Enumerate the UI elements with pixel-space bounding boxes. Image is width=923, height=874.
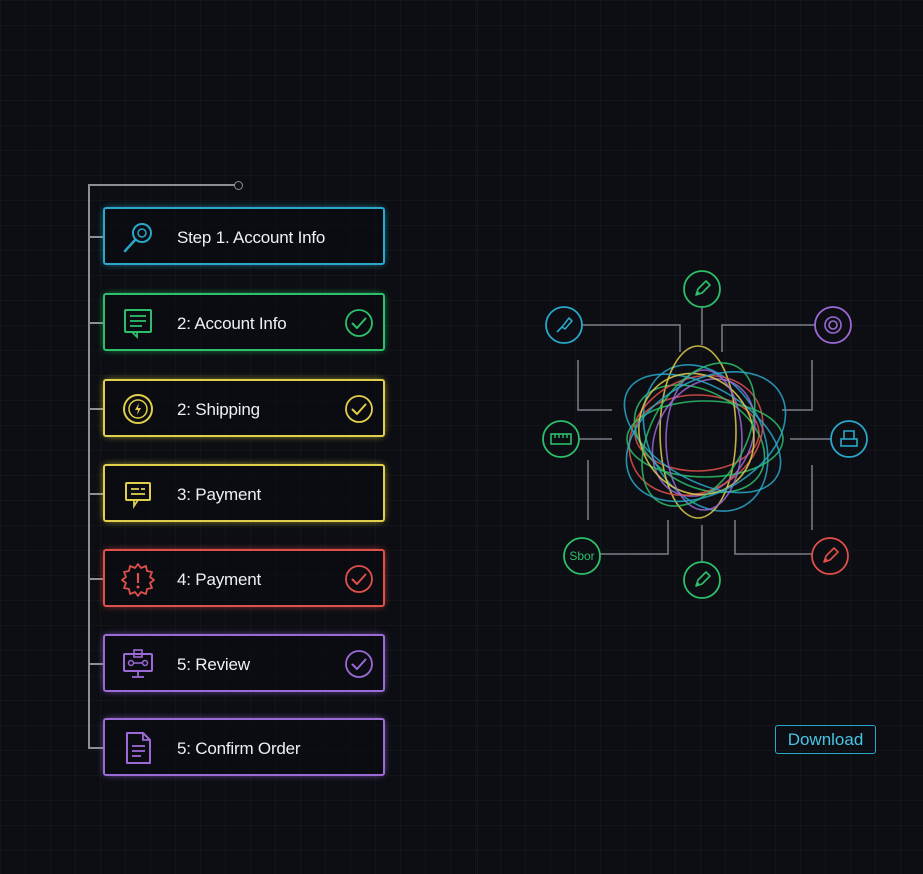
step-card[interactable]: 5: Confirm Order: [103, 718, 385, 776]
rail-connector: [88, 493, 103, 495]
step-label: 5: Confirm Order: [177, 739, 301, 758]
brush-icon: [556, 317, 573, 333]
hub-orbit-line: [623, 373, 782, 494]
rail-start-node: [234, 181, 243, 190]
step-rail-vertical: [88, 184, 90, 749]
step-label: 2: Account Info: [177, 314, 287, 333]
rail-connector: [88, 322, 103, 324]
step-rail-top: [88, 184, 236, 186]
hub-orbit-line: [628, 374, 764, 497]
file-icon: [119, 729, 157, 767]
panel-divider: [477, 0, 478, 874]
rail-connector: [88, 236, 103, 238]
workflow-icon: [119, 645, 157, 683]
hub-orbit-line: [634, 394, 760, 472]
download-button[interactable]: Download: [775, 725, 876, 754]
hub-orbit-line: [625, 370, 787, 503]
step-label: 3: Payment: [177, 485, 261, 504]
hub-orbit-line: [641, 362, 756, 507]
rail-connector: [88, 408, 103, 410]
step-card[interactable]: 2: Account Info: [103, 293, 385, 351]
printer-node[interactable]: [830, 420, 868, 458]
step-card[interactable]: 2: Shipping: [103, 379, 385, 437]
hub-connector: [577, 360, 612, 411]
hub-connector: [734, 520, 812, 555]
hub-connector: [582, 324, 681, 352]
hub-orbit-line: [642, 364, 769, 512]
check-circle-icon: [344, 394, 374, 424]
gear-alert-icon: [119, 560, 157, 598]
node-label: Sbor: [569, 549, 594, 563]
step-label: Step 1. Account Info: [177, 228, 326, 247]
hub-orbit-line: [665, 369, 743, 511]
pencil-node[interactable]: [683, 561, 721, 599]
compass-icon: [119, 390, 157, 428]
step-card[interactable]: 5: Review: [103, 634, 385, 692]
hub-orbit-line: [651, 378, 756, 497]
hub-connector: [782, 360, 813, 411]
target-node[interactable]: [814, 306, 852, 344]
pencil-node[interactable]: [683, 270, 721, 308]
step-card[interactable]: 3: Payment: [103, 464, 385, 522]
ruler-icon: [550, 433, 572, 445]
check-circle-icon: [344, 308, 374, 338]
hub-connector: [600, 520, 669, 555]
step-card[interactable]: Step 1. Account Info: [103, 207, 385, 265]
ruler-node[interactable]: [542, 420, 580, 458]
hub-orbit-line: [638, 372, 755, 496]
hub-orbit-line: [659, 345, 737, 519]
message-icon: [119, 475, 157, 513]
pencil-icon: [695, 280, 711, 296]
printer-icon: [840, 430, 858, 447]
hub-orbit-line: [626, 400, 784, 478]
step-label: 5: Review: [177, 655, 250, 674]
document-icon: [119, 304, 157, 342]
rail-connector: [88, 747, 103, 749]
pencil-node[interactable]: [811, 537, 849, 575]
brush-node[interactable]: [545, 306, 583, 344]
search-icon: [119, 218, 157, 256]
step-label: 2: Shipping: [177, 400, 260, 419]
hub-connector: [721, 324, 815, 352]
target-icon: [824, 316, 842, 334]
step-card[interactable]: 4: Payment: [103, 549, 385, 607]
check-circle-icon: [344, 649, 374, 679]
step-label: 4: Payment: [177, 570, 261, 589]
pencil-icon: [695, 571, 711, 587]
hub-orbit-line: [633, 384, 766, 494]
rail-connector: [88, 663, 103, 665]
pencil-icon: [823, 547, 839, 563]
check-circle-icon: [344, 564, 374, 594]
text-node-node[interactable]: Sbor: [563, 537, 601, 575]
rail-connector: [88, 578, 103, 580]
